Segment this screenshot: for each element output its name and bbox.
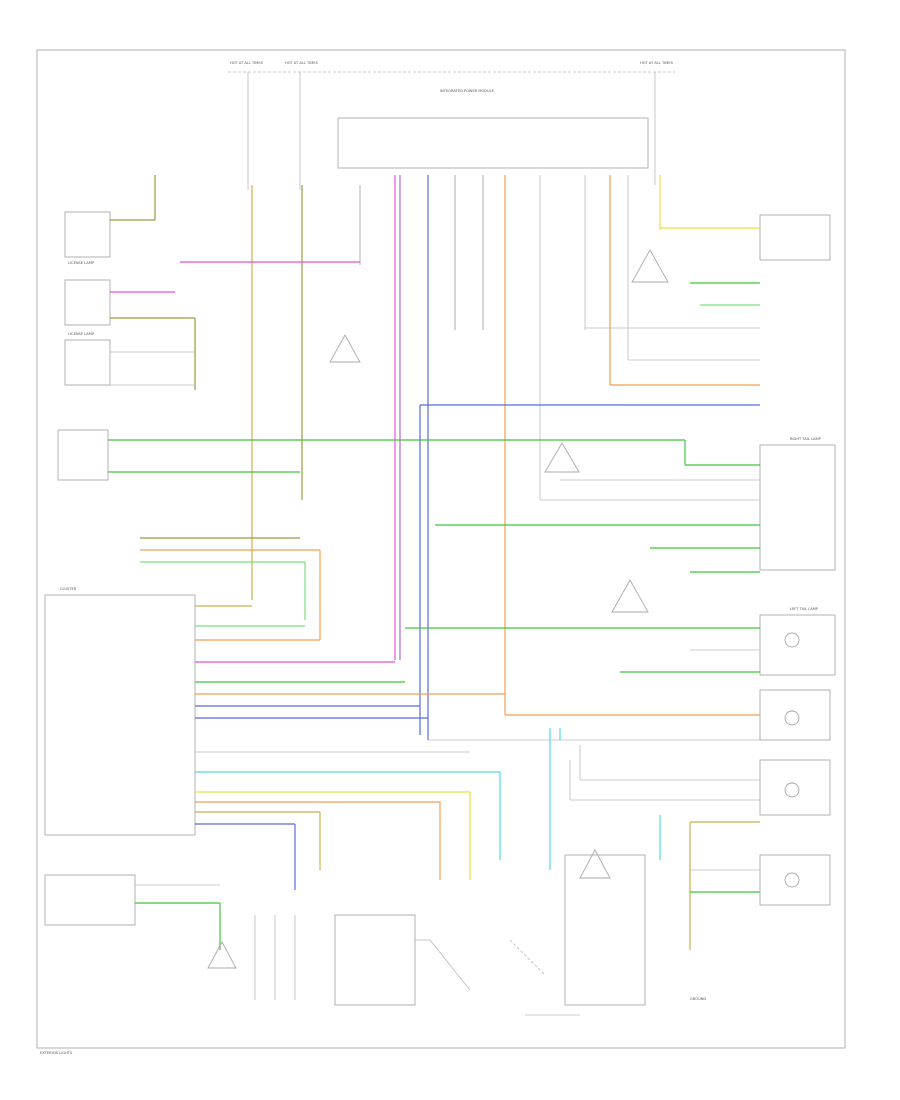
ground-right-label: GROUND [690,997,706,1001]
fuse-block-label: INTEGRATED POWER MODULE [440,89,495,93]
fuse-block [337,117,649,169]
green-bus [57,384,760,735]
warning-triangle-4 [611,579,649,613]
diagram-border [36,49,846,1049]
right-tail-lamp-label: RIGHT TAIL LAMP [790,437,822,441]
power-bus: HOT AT ALL TIMES HOT AT ALL TIMES HOT AT… [228,61,675,190]
right-front-marker-bulb [784,872,800,888]
cluster-module: CLUSTER [44,537,505,890]
warning-triangle-1 [631,249,669,283]
fuse-wires [251,175,661,740]
multifunction-switch-box [564,854,646,1006]
hazard-switch-box [334,914,416,1006]
warning-triangle-3 [544,442,580,473]
right-front-turn-bulb [784,782,800,798]
left-tail-lamp-label: LEFT TAIL LAMP [790,607,819,611]
warning-triangle-2 [329,334,361,363]
footer-code: EXTERIOR LIGHTS [40,1051,73,1055]
left-tail-bulb [784,632,800,648]
license-lamp-2-label: LICENSE LAMP [68,332,95,336]
hot-label-2: HOT AT ALL TIMES [285,61,319,65]
license-lamp-group: LICENSE LAMP LICENSE LAMP [64,175,360,390]
cluster-label: CLUSTER [60,587,77,591]
bottom-switches: GROUND [44,849,706,1016]
right-components: RIGHT TAIL LAMP LEFT TAIL LAMP [405,214,836,676]
hot-label-3: HOT AT ALL TIMES [640,61,674,65]
license-lamp-label: LICENSE LAMP [68,261,95,265]
hot-label-1: HOT AT ALL TIMES [230,61,264,65]
front-lamps [428,632,831,950]
left-front-turn-bulb [784,710,800,726]
